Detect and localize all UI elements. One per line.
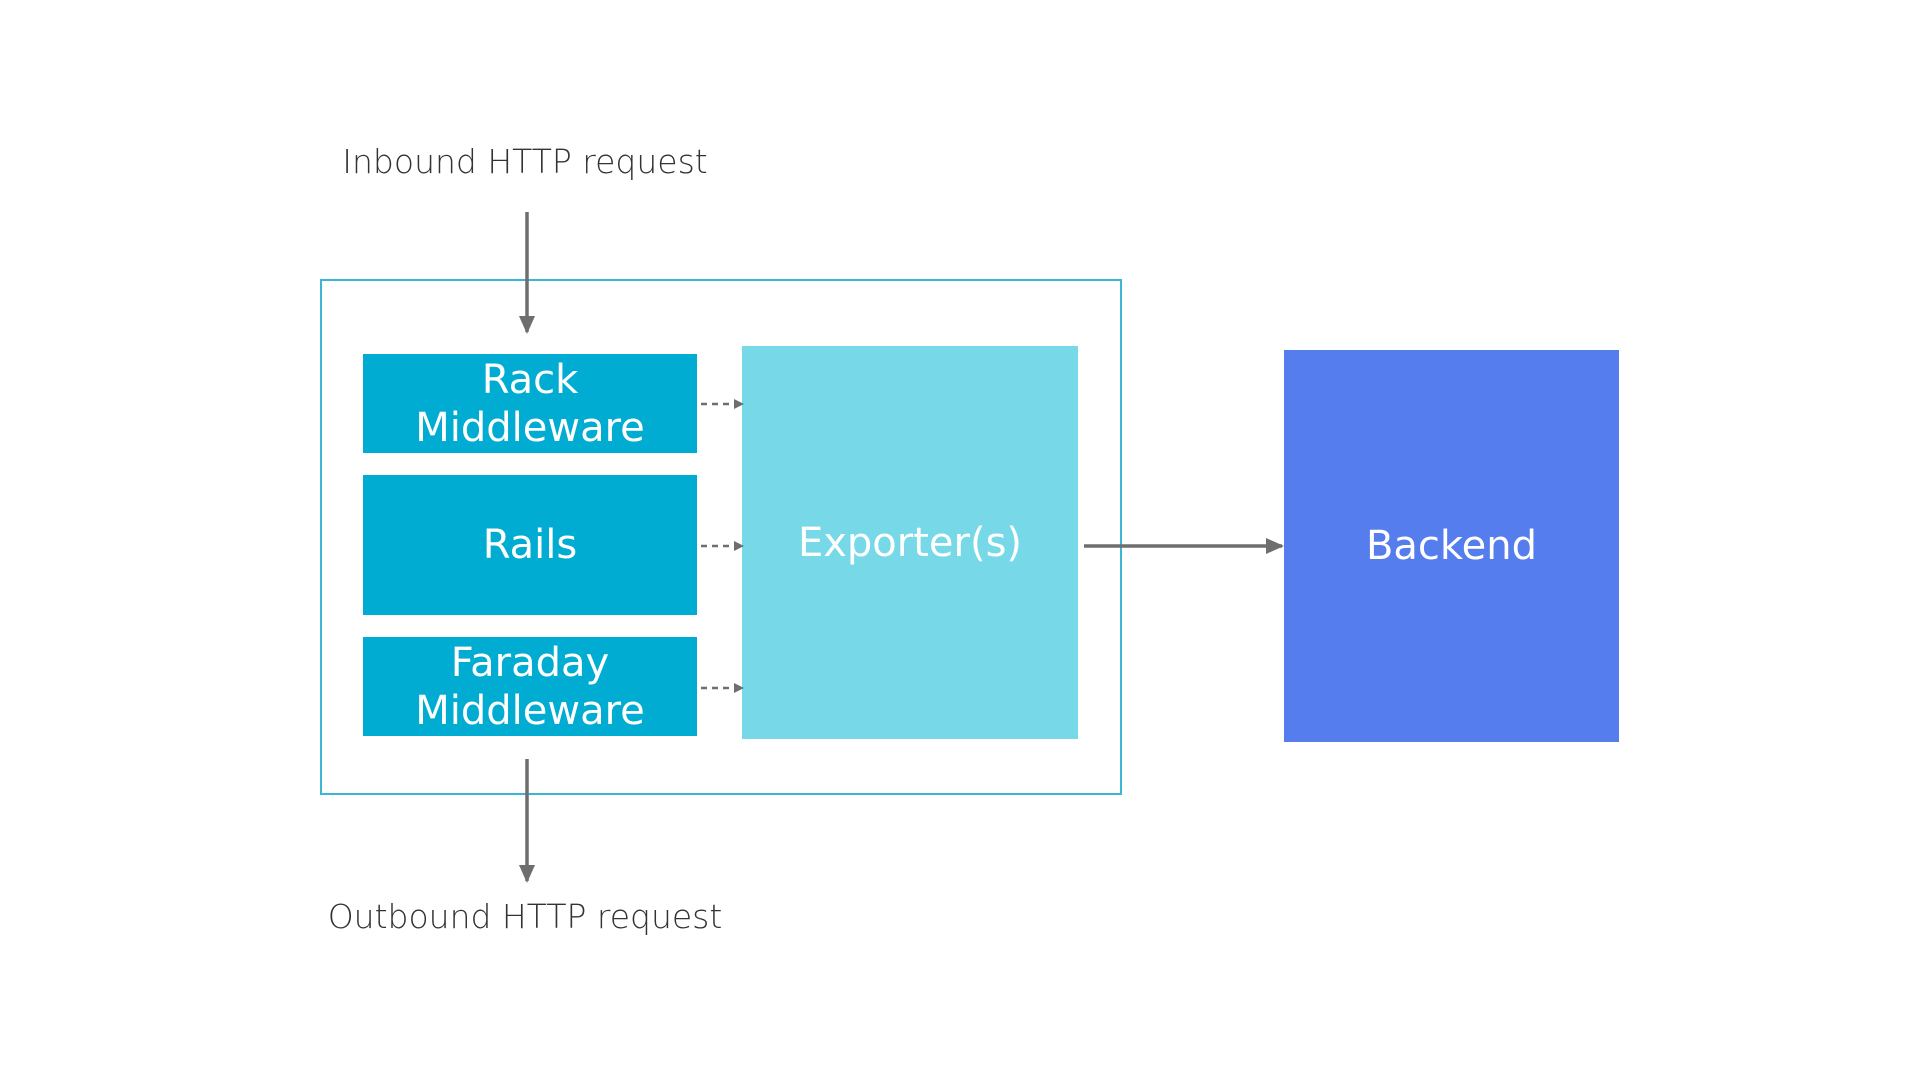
rack-middleware-label: Rack Middleware	[415, 356, 645, 451]
exporter-label: Exporter(s)	[797, 519, 1023, 566]
rack-middleware-box: Rack Middleware	[363, 354, 697, 453]
outbound-request-label: Outbound HTTP request	[327, 897, 723, 936]
rails-label: Rails	[482, 522, 578, 568]
rails-box: Rails	[363, 475, 697, 615]
backend-label: Backend	[1365, 523, 1538, 569]
faraday-middleware-box: Faraday Middleware	[363, 637, 697, 736]
exporter-box: Exporter(s)	[742, 346, 1078, 739]
faraday-middleware-label: Faraday Middleware	[415, 639, 645, 734]
inbound-request-label: Inbound HTTP request	[342, 142, 708, 181]
backend-box: Backend	[1284, 350, 1619, 742]
application-container	[320, 279, 1122, 795]
